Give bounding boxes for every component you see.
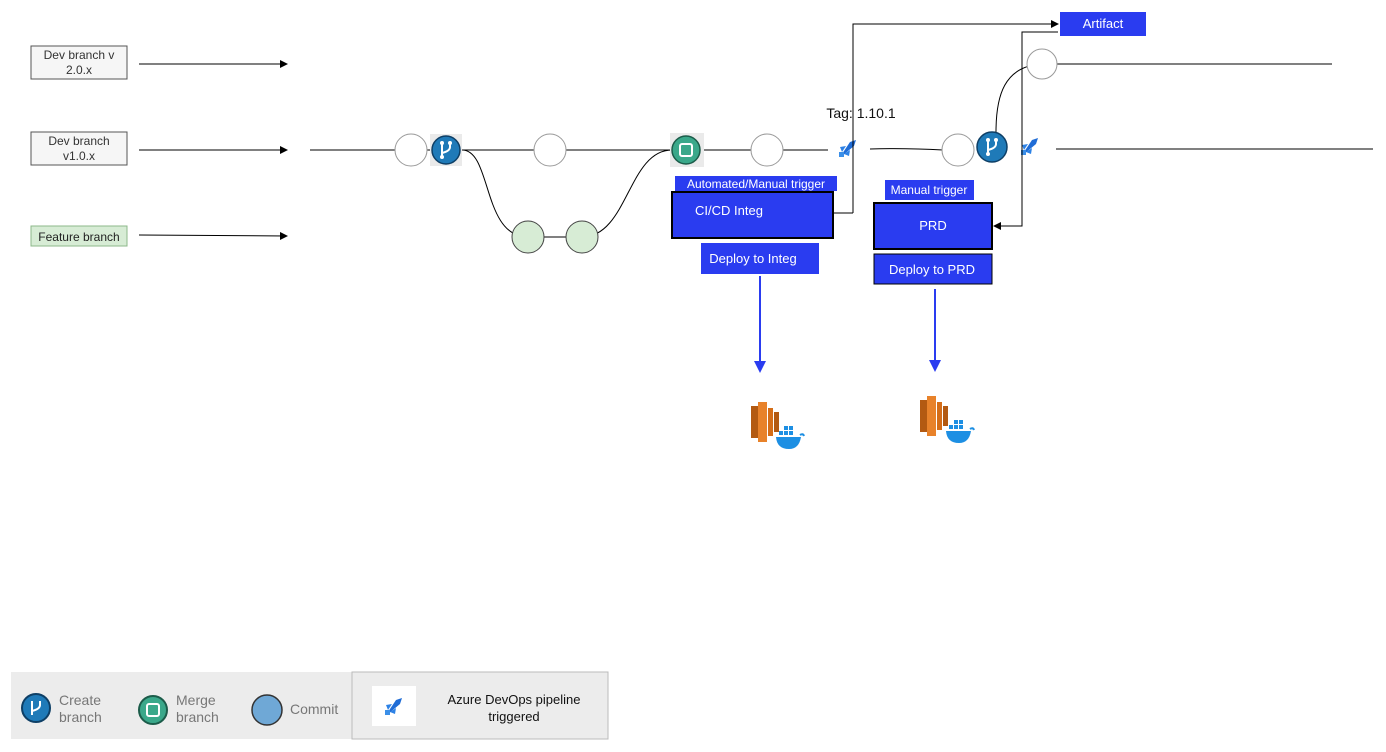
cicd-integ-stage: CI/CD Integ	[671, 191, 834, 239]
integ-trigger-text: Automated/Manual trigger	[687, 177, 825, 191]
git-branch-icon	[976, 131, 1008, 163]
branch-label-dev-v1: Dev branch v1.0.x	[30, 131, 128, 166]
aws-ec2-icon	[751, 402, 779, 442]
commit-node	[394, 133, 428, 167]
git-merge-icon	[670, 133, 704, 167]
commit-icon	[251, 694, 283, 726]
deploy-prd-box: Deploy to PRD	[873, 253, 993, 285]
to-artifact-line	[852, 20, 1059, 213]
aws-ec2-icon	[920, 396, 948, 436]
azure-pipelines-icon	[378, 690, 410, 722]
commit-node	[533, 133, 567, 167]
legend: Create branch Merge branch Commit Azure …	[11, 671, 609, 740]
docker-icon	[945, 419, 975, 444]
feature-arrow	[138, 231, 288, 240]
prd-trigger-label: Manual trigger	[885, 180, 974, 200]
legend-pipeline-line1: Azure DevOps pipeline	[448, 692, 581, 707]
dev-v1-label-line2: v1.0.x	[63, 149, 95, 163]
deploy-prd-label: Deploy to PRD	[889, 262, 975, 277]
deploy-integ-box: Deploy to Integ	[701, 243, 819, 274]
feature-commit-node	[565, 220, 599, 254]
docker-icon	[775, 425, 805, 450]
commit-node	[1026, 48, 1058, 80]
branch-label-feature: Feature branch	[30, 225, 128, 247]
legend-commit: Commit	[251, 694, 338, 726]
azure-pipelines-icon	[1014, 130, 1046, 162]
tag-label: Tag: 1.10.1	[826, 105, 895, 121]
prd-trigger-text: Manual trigger	[891, 183, 968, 197]
dev-v2-label-line1: Dev branch v	[44, 48, 115, 62]
legend-pipeline-line2: triggered	[488, 709, 539, 724]
legend-merge-line2: branch	[176, 709, 219, 725]
prd-stage-label: PRD	[919, 218, 946, 233]
branch-label-dev-v2: Dev branch v 2.0.x	[30, 45, 128, 80]
integ-trigger-label: Automated/Manual trigger	[675, 176, 837, 191]
dev-v1-label-line1: Dev branch	[48, 134, 109, 148]
deploy-integ-label: Deploy to Integ	[709, 251, 796, 266]
artifact-box: Artifact	[1060, 12, 1146, 36]
legend-merge-branch: Merge branch	[138, 692, 219, 725]
feature-label: Feature branch	[38, 230, 119, 244]
commit-node	[941, 133, 975, 167]
feature-branch-line	[461, 149, 673, 238]
git-branch-icon	[31, 701, 41, 715]
commit-node	[750, 133, 784, 167]
prd-stage: PRD	[873, 202, 993, 250]
legend-create-branch: Create branch	[21, 692, 102, 725]
dev-v2-label-line2: 2.0.x	[66, 63, 92, 77]
integ-stage-label: CI/CD Integ	[695, 203, 763, 218]
artifact-to-prd-line	[993, 31, 1058, 230]
legend-merge-line1: Merge	[176, 692, 216, 708]
git-branch-icon	[430, 134, 462, 166]
azure-pipelines-icon	[832, 132, 864, 164]
artifact-label: Artifact	[1083, 16, 1124, 31]
legend-commit-label: Commit	[290, 701, 338, 717]
legend-create-line1: Create	[59, 692, 101, 708]
legend-pipeline: Azure DevOps pipeline triggered	[372, 686, 580, 726]
feature-commit-node	[511, 220, 545, 254]
git-merge-icon	[146, 703, 160, 717]
legend-create-line2: branch	[59, 709, 102, 725]
